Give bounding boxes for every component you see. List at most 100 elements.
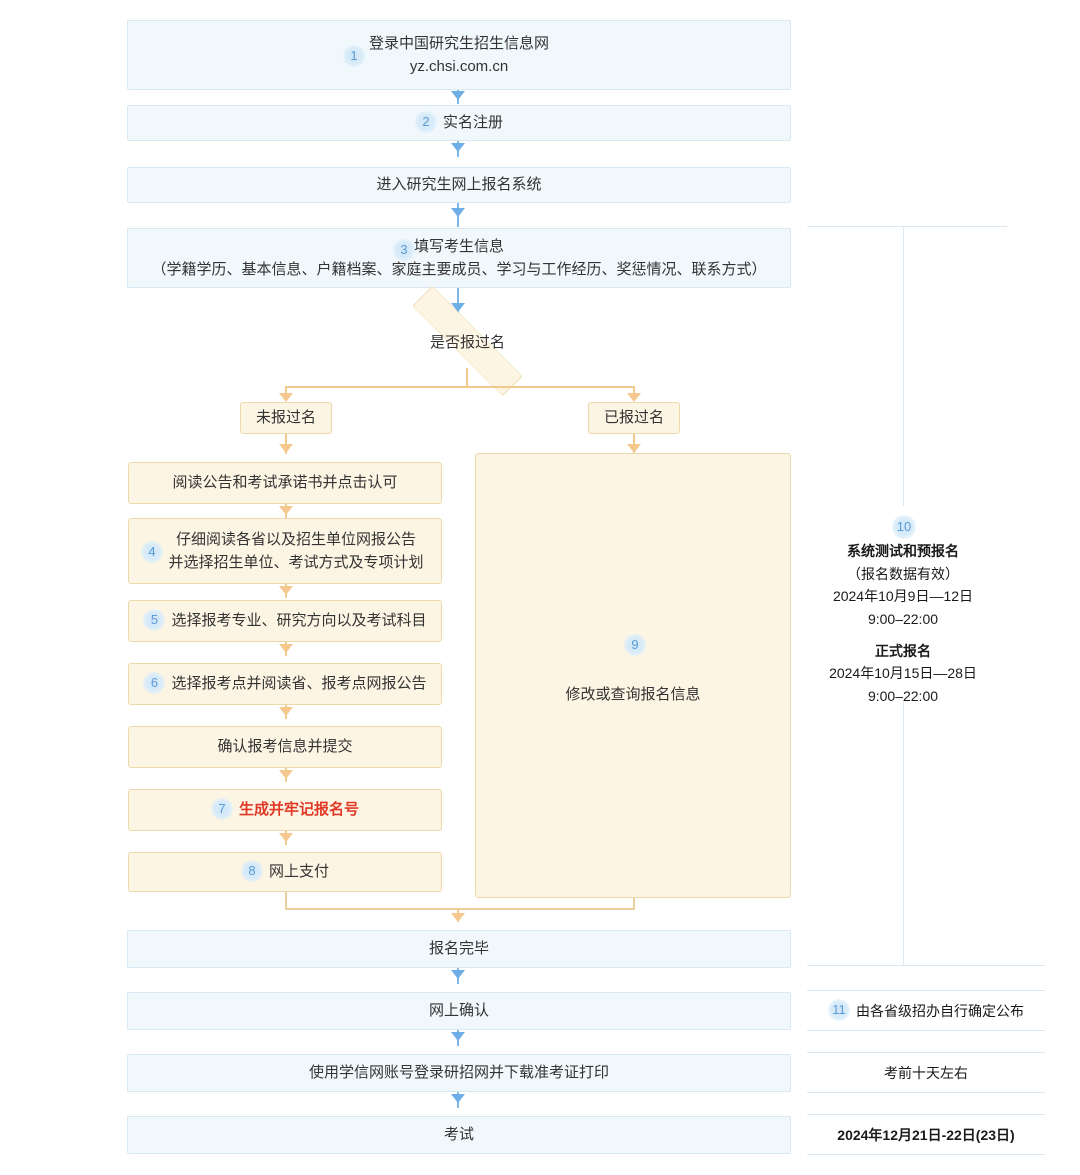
merge-left-riser xyxy=(285,892,287,910)
left-step-confirm-submit[interactable]: 确认报考信息并提交 xyxy=(128,726,442,768)
left-step-generate-registration-number[interactable]: 7 生成并牢记报名号 xyxy=(128,789,442,831)
arrow-l6-l7 xyxy=(279,833,293,842)
merge-horizontal xyxy=(285,908,635,910)
arrow-left-label-to-box xyxy=(279,444,293,453)
arrow-l1-l2 xyxy=(279,506,293,515)
arrow-branch-right xyxy=(627,393,641,402)
flow-step-4[interactable]: 3 填写考生信息 （学籍学历、基本信息、户籍档案、家庭主要成员、学习与工作经历、… xyxy=(127,228,791,288)
arrow-3-4 xyxy=(451,208,465,217)
schedule-rule-above-confirm xyxy=(807,965,1045,966)
schedule-pretest-time: 9:00–22:00 xyxy=(867,611,939,628)
flow-step-exam[interactable]: 考试 xyxy=(127,1116,791,1154)
branch-label-right-text: 已报过名 xyxy=(603,409,664,427)
arrow-t3-t4 xyxy=(451,1094,465,1103)
schedule-rule-admit-bottom xyxy=(807,1092,1045,1093)
schedule-rule-confirm-bottom xyxy=(807,1030,1045,1031)
left-step-read-announcement[interactable]: 阅读公告和考试承诺书并点击认可 xyxy=(128,462,442,504)
step-number-badge-8: 8 xyxy=(240,860,263,882)
schedule-block-spacer xyxy=(803,631,1003,640)
schedule-exam-row: 2024年12月21日-22日(23日) xyxy=(807,1116,1045,1154)
flow-step-4-detail: （学籍学历、基本信息、户籍档案、家庭主要成员、学习与工作经历、奖惩情况、联系方式… xyxy=(151,261,767,278)
arrow-2-3 xyxy=(451,143,465,152)
branch-label-already-registered[interactable]: 已报过名 xyxy=(588,402,680,434)
tail-step-2-label: 网上确认 xyxy=(428,1002,489,1020)
schedule-rule-exam-top xyxy=(807,1114,1045,1115)
flow-step-3[interactable]: 进入研究生网上报名系统 xyxy=(127,167,791,203)
schedule-rule-exam-bottom xyxy=(807,1154,1045,1155)
tail-step-1-label: 报名完毕 xyxy=(428,940,489,958)
schedule-formal-time: 9:00–22:00 xyxy=(867,688,939,705)
left-step-5-label: 确认报考信息并提交 xyxy=(217,738,353,756)
arrow-t1-t2 xyxy=(451,970,465,979)
arrow-merge-to-done xyxy=(451,913,465,922)
branch-label-left-text: 未报过名 xyxy=(255,409,316,427)
step-number-badge-6: 6 xyxy=(143,672,166,694)
schedule-admit-card-text: 考前十天左右 xyxy=(884,1065,968,1081)
decision-label: 是否报过名 xyxy=(429,333,505,351)
left-step-6-label: 生成并牢记报名号 xyxy=(238,801,359,819)
schedule-pretest-date: 2024年10月9日—12日 xyxy=(832,588,974,605)
schedule-vertical-divider-upper xyxy=(903,226,904,506)
merge-right-riser xyxy=(633,898,635,910)
arrow-1-2 xyxy=(451,91,465,100)
branch-split-horizontal xyxy=(285,386,634,388)
left-step-read-provincial-announcement[interactable]: 4 仔细阅读各省以及招生单位网报公告 并选择招生单位、考试方式及专项计划 xyxy=(128,518,442,584)
flow-step-1-url: yz.chsi.com.cn xyxy=(409,58,509,75)
left-step-7-label: 网上支付 xyxy=(268,863,329,881)
step-number-badge-4: 4 xyxy=(141,541,163,563)
right-branch-modify-query[interactable]: 9 修改或查询报名信息 xyxy=(475,453,791,898)
flow-step-registration-complete[interactable]: 报名完毕 xyxy=(127,930,791,968)
step-number-badge-11: 11 xyxy=(828,999,850,1021)
step-number-badge-2: 2 xyxy=(414,111,437,133)
schedule-formal-title: 正式报名 xyxy=(875,642,931,659)
schedule-pretest-note: （报名数据有效） xyxy=(847,565,959,582)
schedule-confirm-row: 11 由各省级招办自行确定公布 xyxy=(807,992,1045,1030)
left-step-1-label: 阅读公告和考试承诺书并点击认可 xyxy=(172,474,398,492)
left-step-select-major[interactable]: 5 选择报考专业、研究方向以及考试科目 xyxy=(128,600,442,642)
left-step-3-label: 选择报考专业、研究方向以及考试科目 xyxy=(171,612,427,630)
flow-step-3-label: 进入研究生网上报名系统 xyxy=(376,176,542,194)
left-step-online-payment[interactable]: 8 网上支付 xyxy=(128,852,442,892)
arrow-branch-left xyxy=(279,393,293,402)
schedule-confirm-text: 由各省级招办自行确定公布 xyxy=(856,1003,1024,1019)
arrow-right-label-to-box xyxy=(627,444,641,453)
flow-step-download-admit-card[interactable]: 使用学信网账号登录研招网并下载准考证打印 xyxy=(127,1054,791,1092)
step-number-badge-9: 9 xyxy=(624,634,646,656)
tail-step-4-label: 考试 xyxy=(443,1126,474,1144)
schedule-registration-block: 系统测试和预报名 （报名数据有效） 2024年10月9日—12日 9:00–22… xyxy=(803,540,1003,708)
flow-step-1[interactable]: 1 登录中国研究生招生信息网 yz.chsi.com.cn xyxy=(127,20,791,90)
step-number-badge-10: 10 xyxy=(892,515,916,539)
tail-step-3-label: 使用学信网账号登录研招网并下载准考证打印 xyxy=(308,1064,609,1082)
step-number-badge-7: 7 xyxy=(210,798,233,820)
flow-step-online-confirmation[interactable]: 网上确认 xyxy=(127,992,791,1030)
left-step-select-exam-site[interactable]: 6 选择报考点并阅读省、报考点网报公告 xyxy=(128,663,442,705)
branch-left-drop xyxy=(285,386,287,398)
branch-right-drop xyxy=(633,386,635,398)
schedule-formal-date: 2024年10月15日—28日 xyxy=(829,665,977,682)
arrow-4-decision xyxy=(451,303,465,312)
arrow-l4-l5 xyxy=(279,707,293,716)
arrow-l5-l6 xyxy=(279,770,293,779)
left-step-2-label: 仔细阅读各省以及招生单位网报公告 并选择招生单位、考试方式及专项计划 xyxy=(146,528,423,575)
schedule-rule-top xyxy=(807,226,1007,227)
arrow-t2-t3 xyxy=(451,1032,465,1041)
left-step-2-label-line2: 并选择招生单位、考试方式及专项计划 xyxy=(168,554,424,571)
step-number-badge-3: 3 xyxy=(393,239,415,261)
schedule-vertical-divider-lower xyxy=(903,700,904,965)
flow-step-2-label: 实名注册 xyxy=(442,114,503,132)
schedule-exam-text: 2024年12月21日-22日(23日) xyxy=(837,1127,1015,1143)
schedule-admit-card-row: 考前十天左右 xyxy=(807,1054,1045,1092)
connector-4-decision xyxy=(457,288,459,316)
schedule-rule-admit-top xyxy=(807,1052,1045,1053)
branch-label-not-registered[interactable]: 未报过名 xyxy=(240,402,332,434)
decision-stem xyxy=(466,368,468,388)
left-step-4-label: 选择报考点并阅读省、报考点网报公告 xyxy=(171,675,427,693)
arrow-l3-l4 xyxy=(279,644,293,653)
schedule-pretest-title: 系统测试和预报名 xyxy=(847,543,959,559)
arrow-l2-l3 xyxy=(279,586,293,595)
flow-step-2[interactable]: 2 实名注册 xyxy=(127,105,791,141)
schedule-rule-confirm-top xyxy=(807,990,1045,991)
decision-registered-before[interactable]: 是否报过名 xyxy=(395,285,540,397)
right-branch-label: 修改或查询报名信息 xyxy=(565,685,701,703)
